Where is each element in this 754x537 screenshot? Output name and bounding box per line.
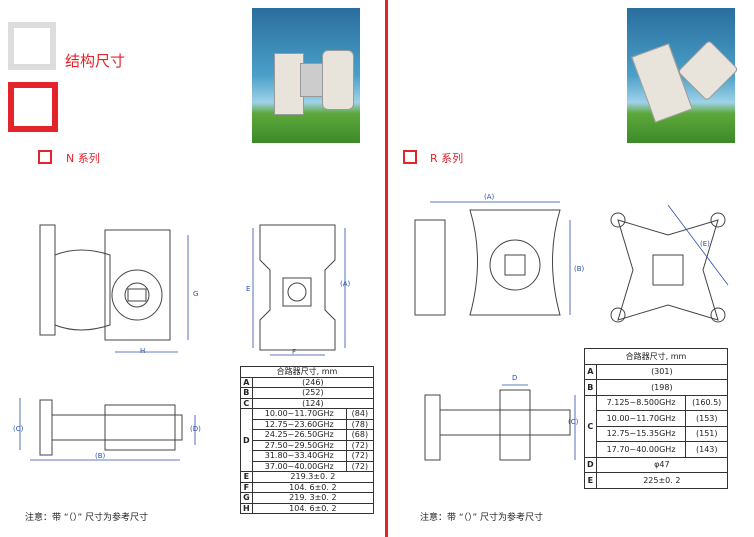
- page-title: 结构尺寸: [65, 52, 126, 70]
- row-key: B: [240, 387, 253, 399]
- row-value: 104. 6±0. 2: [251, 502, 375, 514]
- row-value: (160.5): [685, 394, 728, 411]
- freq-cell: 24.25~26.50GHz: [251, 429, 347, 441]
- series-label-n: N 系列: [66, 152, 100, 165]
- table-title: 合路器尺寸, mm: [584, 348, 728, 365]
- row-key: C: [240, 397, 253, 409]
- freq-cell: 7.125~8.500GHz: [595, 394, 687, 411]
- row-value: 219. 3±0. 2: [251, 492, 375, 504]
- freq-cell: 12.75~23.60GHz: [251, 418, 347, 430]
- dim-label: (B): [574, 265, 585, 273]
- row-key: B: [584, 379, 597, 396]
- series-label-r: R 系列: [430, 152, 464, 165]
- dim-label: E: [246, 285, 251, 293]
- row-key: H: [240, 502, 253, 514]
- row-key: E: [240, 471, 253, 483]
- decor-square-grey: [8, 22, 56, 70]
- row-value: (153): [685, 410, 728, 427]
- row-value: (68): [345, 429, 375, 441]
- row-value: (246): [251, 376, 375, 388]
- r-series-top-drawing: [610, 204, 729, 323]
- row-value: 104. 6±0. 2: [251, 481, 375, 493]
- freq-cell: 31.80~33.40GHz: [251, 450, 347, 462]
- table-title: 合路器尺寸, mm: [240, 366, 374, 378]
- dim-label: H: [140, 347, 146, 355]
- row-value: φ47: [595, 456, 729, 473]
- row-value: (198): [595, 379, 729, 396]
- row-value: (301): [595, 363, 729, 380]
- n-series-front-drawing: [39, 224, 189, 353]
- row-value: (78): [345, 418, 375, 430]
- row-key: A: [584, 363, 597, 380]
- row-key: E: [584, 472, 597, 489]
- dim-label: (C): [13, 425, 24, 433]
- row-value: (72): [345, 450, 375, 462]
- dim-label: (E): [700, 240, 710, 248]
- decor-square-red: [8, 82, 58, 132]
- row-key: F: [240, 481, 253, 493]
- dim-label: (B): [95, 452, 106, 460]
- freq-cell: 12.75~15.35GHz: [595, 425, 687, 442]
- series-marker: [38, 150, 52, 164]
- r-series-front-drawing: [414, 201, 571, 316]
- dim-label: (A): [484, 193, 495, 201]
- divider: [385, 0, 388, 537]
- dim-label: (D): [190, 425, 201, 433]
- footnote: 注意：带 “（）” 尺寸为参考尺寸: [25, 513, 149, 523]
- freq-cell: 10.00~11.70GHz: [595, 410, 687, 427]
- freq-cell: 17.70~40.00GHz: [595, 441, 687, 458]
- dim-label: F: [292, 348, 297, 356]
- freq-cell: 27.50~29.50GHz: [251, 439, 347, 451]
- row-value: (143): [685, 441, 728, 458]
- dim-label: D: [512, 374, 518, 382]
- n-series-top-drawing: [252, 224, 346, 356]
- row-value: (72): [345, 460, 375, 472]
- row-key: G: [240, 492, 253, 504]
- row-value: (124): [251, 397, 375, 409]
- r-series-side-drawing: [424, 384, 576, 461]
- dim-label: G: [193, 290, 199, 298]
- row-value: 219.3±0. 2: [251, 471, 375, 483]
- freq-cell: 37.00~40.00GHz: [251, 460, 347, 472]
- row-key: A: [240, 376, 253, 388]
- row-key: D: [584, 456, 597, 473]
- row-value: (151): [685, 425, 728, 442]
- row-value: (252): [251, 387, 375, 399]
- product-photo-r: [627, 8, 739, 143]
- freq-cell: 10.00~11.70GHz: [251, 408, 347, 420]
- row-key: D: [240, 408, 253, 472]
- footnote: 注意：带 “（）” 尺寸为参考尺寸: [420, 513, 544, 523]
- dim-label: (C): [568, 418, 579, 426]
- row-value: (72): [345, 439, 375, 451]
- row-key: C: [584, 394, 597, 458]
- series-marker: [403, 150, 417, 164]
- row-value: 225±0. 2: [595, 472, 729, 489]
- row-value: (84): [345, 408, 375, 420]
- product-photo-n: [252, 8, 360, 143]
- dim-label: (A): [340, 280, 351, 288]
- n-series-side-drawing: [19, 398, 196, 461]
